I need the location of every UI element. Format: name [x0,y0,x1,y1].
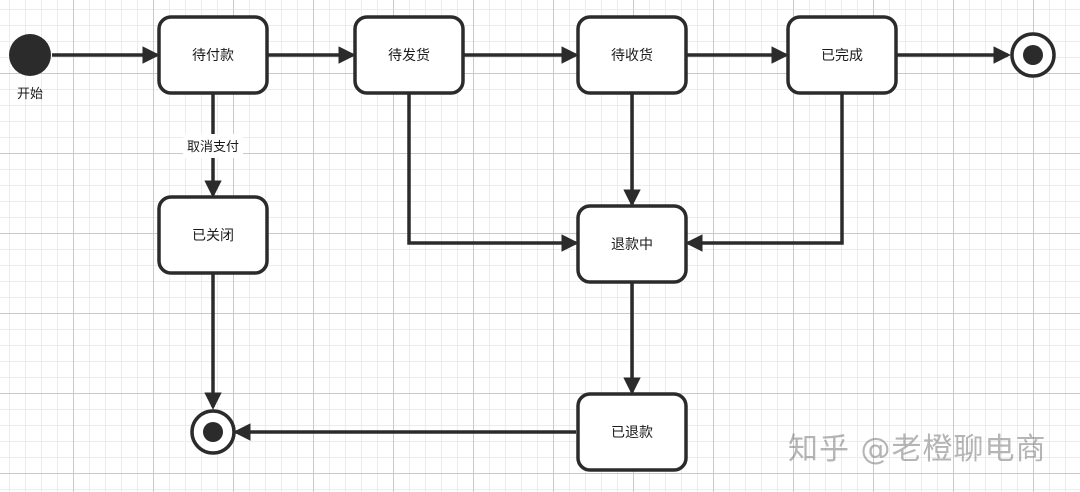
state-label-pending-receipt: 待收货 [611,47,653,64]
state-pending-shipment: 待发货 [353,15,465,95]
state-pending-receipt: 待收货 [576,15,688,95]
state-label-pending-payment: 待付款 [192,48,234,64]
state-refunding: 退款中 [576,204,688,284]
end-node-inner [1023,45,1043,65]
state-pending-payment: 待付款 [157,15,269,95]
state-refunded: 已退款 [576,392,688,472]
watermark: 知乎 @老橙聊电商 [788,432,1047,467]
start-label: 开始 [17,87,43,102]
start-node [9,34,51,76]
state-label-pending-shipment: 待发货 [388,47,430,64]
state-label-completed: 已完成 [821,48,863,64]
edge-label-background [183,134,243,158]
edge-completed-to-refunding [685,93,844,252]
state-completed: 已完成 [786,15,898,95]
final-node-inner [203,422,223,442]
state-label-refunding: 退款中 [611,237,653,253]
edge-label-cancel-payment: 取消支付 [187,140,239,155]
state-label-refunded: 已退款 [611,425,653,441]
state-label-closed: 已关闭 [192,228,234,244]
edge-pending-shipment-to-refunding [407,93,579,252]
state-closed: 已关闭 [157,195,269,275]
